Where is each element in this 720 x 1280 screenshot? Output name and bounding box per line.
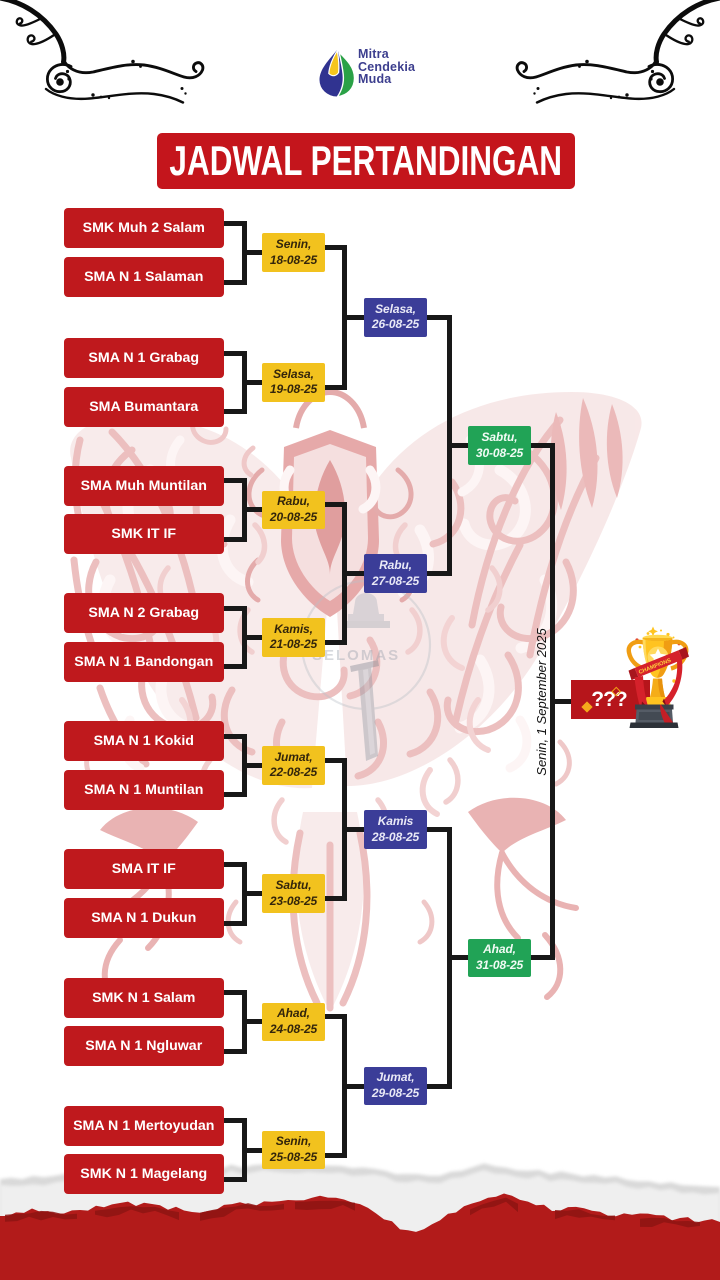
svg-text:SELOMAS: SELOMAS — [312, 647, 400, 664]
